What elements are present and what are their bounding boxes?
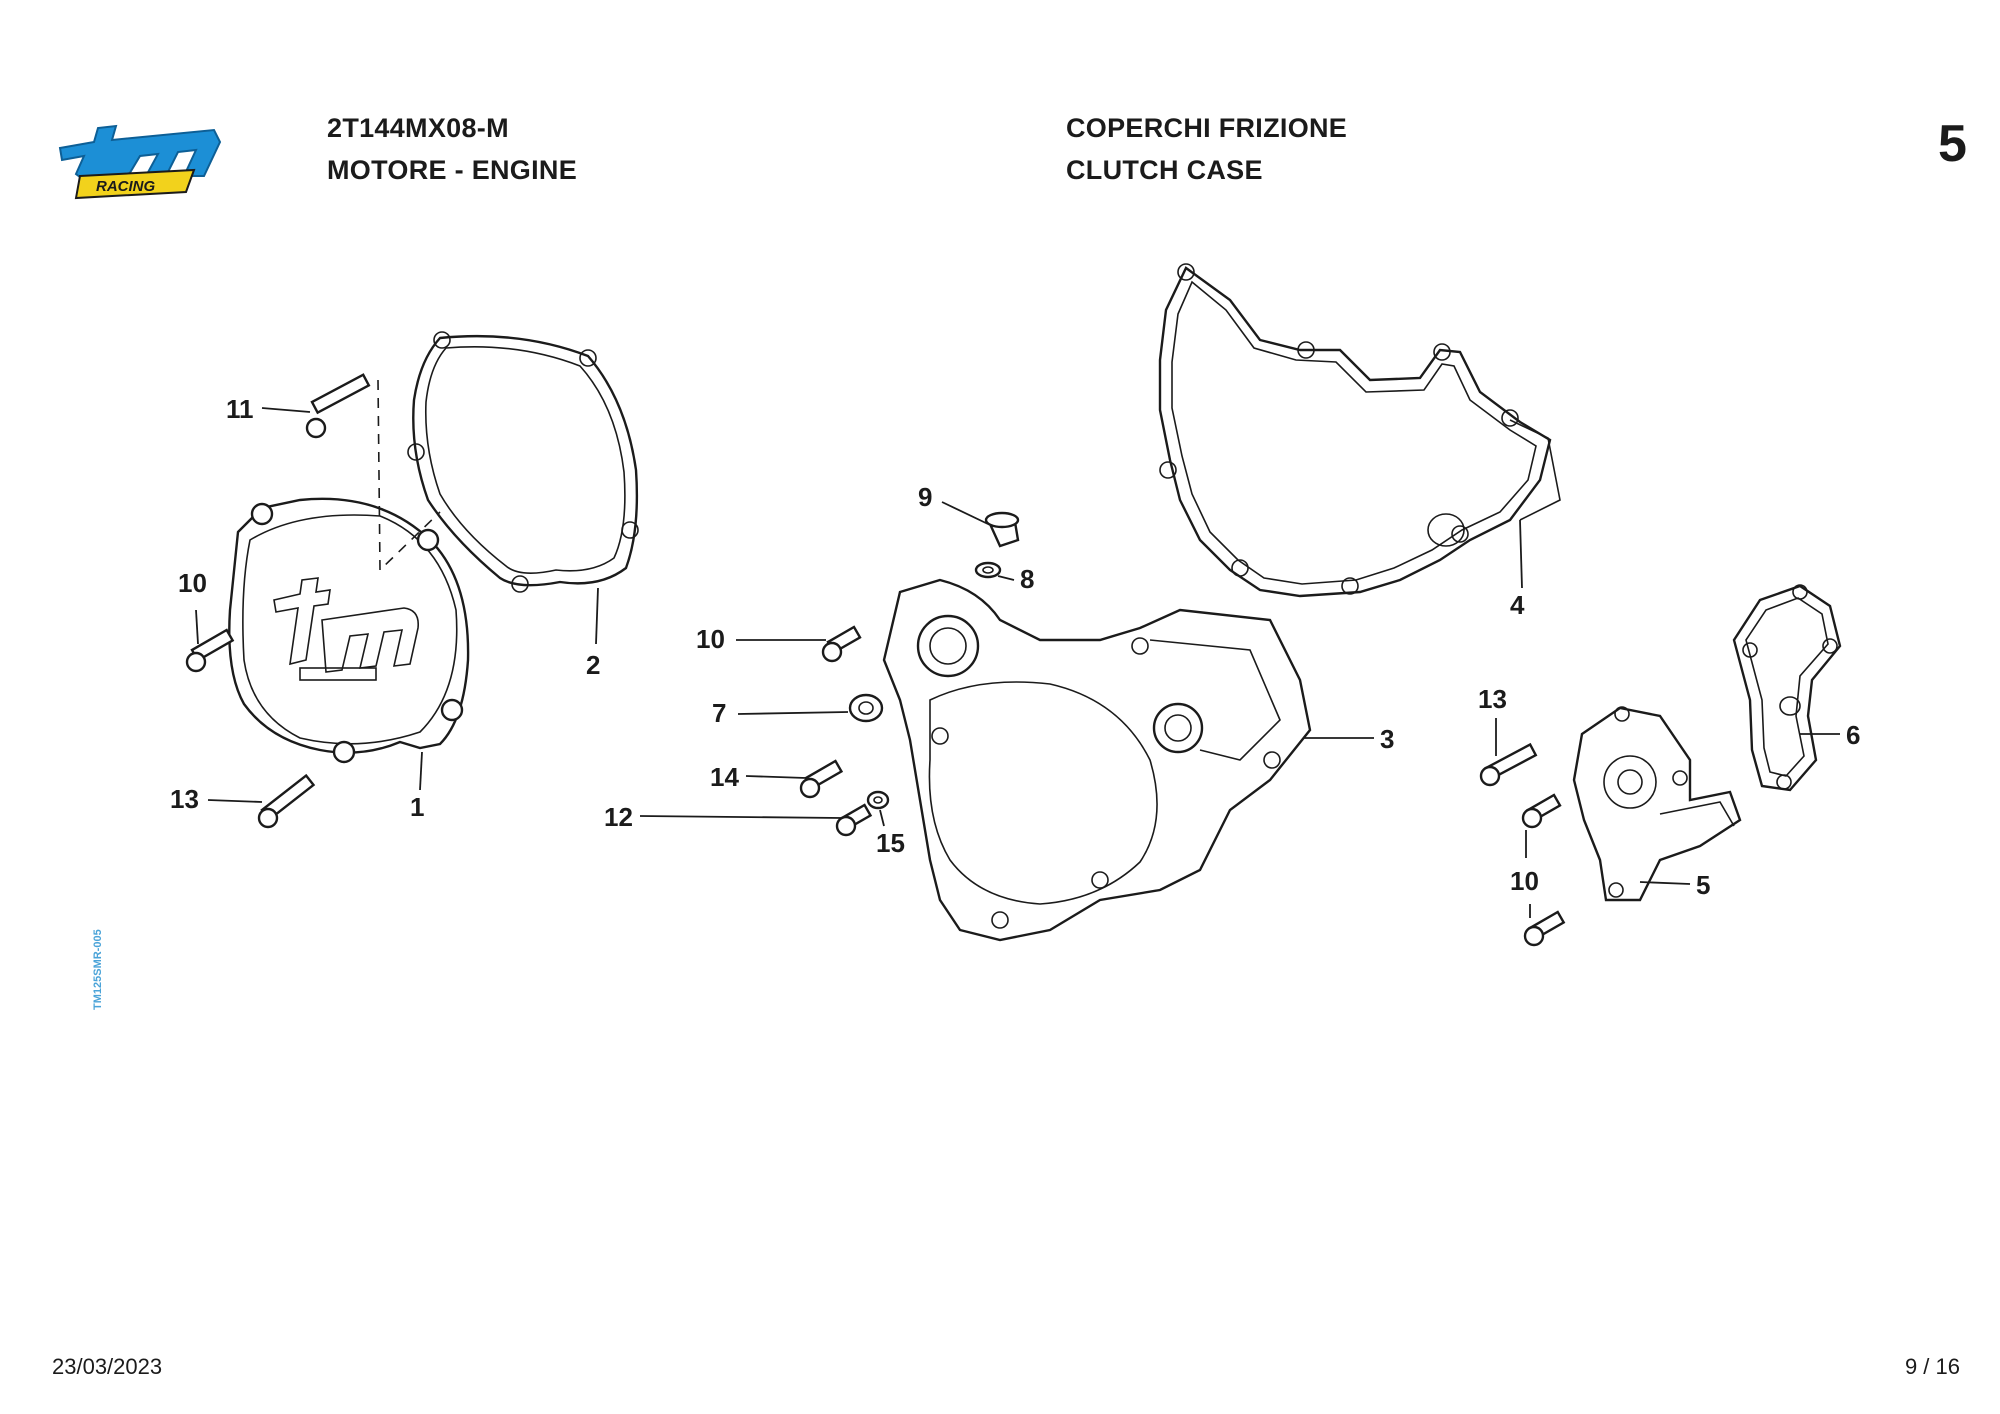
logo-racing-text: RACING xyxy=(96,178,155,195)
tm-logo-mark: RACING xyxy=(58,124,222,200)
bolt-10-right-lower-icon xyxy=(1523,910,1566,947)
tm-racing-logo: RACING xyxy=(58,124,222,200)
leader-lines xyxy=(195,407,1840,918)
callout-5: 5 xyxy=(1696,870,1710,900)
assembly-axis-1 xyxy=(377,379,441,572)
part-pump-gasket xyxy=(1732,584,1842,792)
bolt-10-center-icon xyxy=(821,625,862,663)
side-reference-code: TM125SMR-005 xyxy=(92,929,104,1010)
callout-13-left: 13 xyxy=(170,784,199,814)
callout-8: 8 xyxy=(1020,564,1034,594)
bolt-12-icon xyxy=(835,803,873,837)
title-english: CLUTCH CASE xyxy=(1066,155,1263,185)
callout-3: 3 xyxy=(1380,724,1394,754)
title-italian: COPERCHI FRIZIONE xyxy=(1066,113,1348,143)
callout-14: 14 xyxy=(710,762,739,792)
bolt-13-left-icon xyxy=(257,773,316,829)
bolt-11-icon xyxy=(305,373,371,439)
part-case-gasket xyxy=(1158,263,1561,598)
callout-10-center: 10 xyxy=(696,624,725,654)
section-engine: MOTORE - ENGINE xyxy=(327,155,578,185)
callout-11: 11 xyxy=(226,394,254,424)
part-cover-gasket xyxy=(407,331,639,593)
bolt-13-right-icon xyxy=(1479,742,1538,787)
part-water-pump-cover xyxy=(1572,706,1742,902)
footer-page-number: 9 / 16 xyxy=(1904,1354,1960,1379)
callout-2: 2 xyxy=(586,650,600,680)
callout-numbers: 11 10 13 1 2 9 8 10 7 14 12 15 3 4 13 10… xyxy=(170,394,1860,900)
callout-7: 7 xyxy=(712,698,726,728)
callout-4: 4 xyxy=(1510,590,1525,620)
part-clutch-cover xyxy=(228,497,470,764)
plug-9-icon xyxy=(984,511,1020,548)
callout-10-left: 10 xyxy=(178,568,207,598)
plate-number: 5 xyxy=(1938,115,1967,173)
washer-15-icon xyxy=(866,790,890,810)
callout-6: 6 xyxy=(1846,720,1860,750)
callout-9: 9 xyxy=(918,482,932,512)
bolt-14-icon xyxy=(799,759,844,799)
callout-12: 12 xyxy=(604,802,633,832)
washer-8-icon xyxy=(974,561,1002,579)
bolt-10-left-icon xyxy=(185,628,235,673)
callout-15: 15 xyxy=(876,828,905,858)
callout-10-right: 10 xyxy=(1510,866,1539,896)
model-code: 2T144MX08-M xyxy=(327,113,509,143)
callout-13-right: 13 xyxy=(1478,684,1507,714)
seal-7-icon xyxy=(848,693,884,723)
bolt-10-right-upper-icon xyxy=(1521,793,1562,829)
footer-date: 23/03/2023 xyxy=(52,1354,163,1379)
callout-1: 1 xyxy=(410,792,424,822)
part-clutch-case xyxy=(882,578,1312,942)
